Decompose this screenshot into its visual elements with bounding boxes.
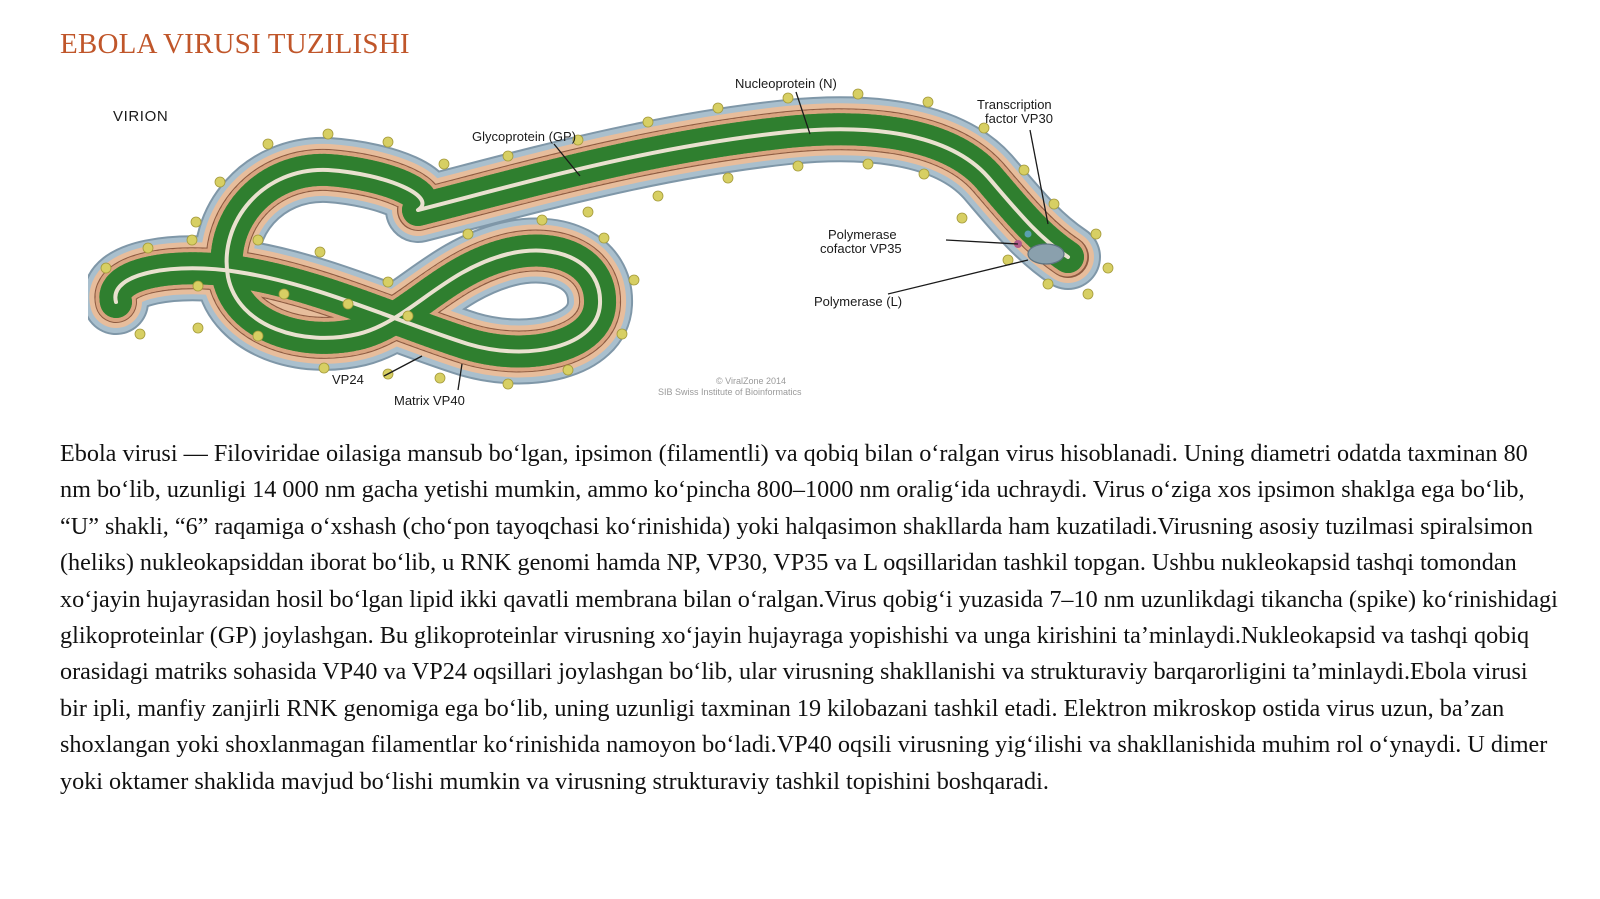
glycoprotein-label: Glycoprotein (GP) (472, 129, 576, 144)
polymerase-complex (1014, 230, 1065, 265)
body-paragraph: Ebola virusi — Filoviridae oilasiga mans… (60, 440, 1558, 795)
figure-credit-line2: SIB Swiss Institute of Bioinformatics (658, 387, 802, 397)
nucleoprotein-label: Nucleoprotein (N) (735, 76, 837, 91)
ebola-virion-diagram: VIRION Nucleoprotein (N) Glycoprotein (G… (88, 72, 1148, 417)
cofactor-label-line2: cofactor VP35 (820, 241, 902, 256)
transcription-label-line2: factor VP30 (985, 111, 1053, 126)
cofactor-label-line1: Polymerase (828, 227, 897, 242)
glycoprotein-spikes (100, 88, 1114, 390)
figure-credit-line1: © ViralZone 2014 (716, 376, 786, 386)
leader-lines (383, 91, 1049, 391)
vp24-label: VP24 (332, 372, 364, 387)
virion-label: VIRION (113, 108, 168, 125)
virion-illustration: VIRION Nucleoprotein (N) Glycoprotein (G… (88, 76, 1114, 408)
slide-title: EBOLA VIRUSI TUZILISHI (60, 28, 410, 60)
transcription-label-line1: Transcription (977, 97, 1052, 112)
polymerase-label: Polymerase (L) (814, 294, 902, 309)
matrix-vp40-label: Matrix VP40 (394, 393, 465, 408)
